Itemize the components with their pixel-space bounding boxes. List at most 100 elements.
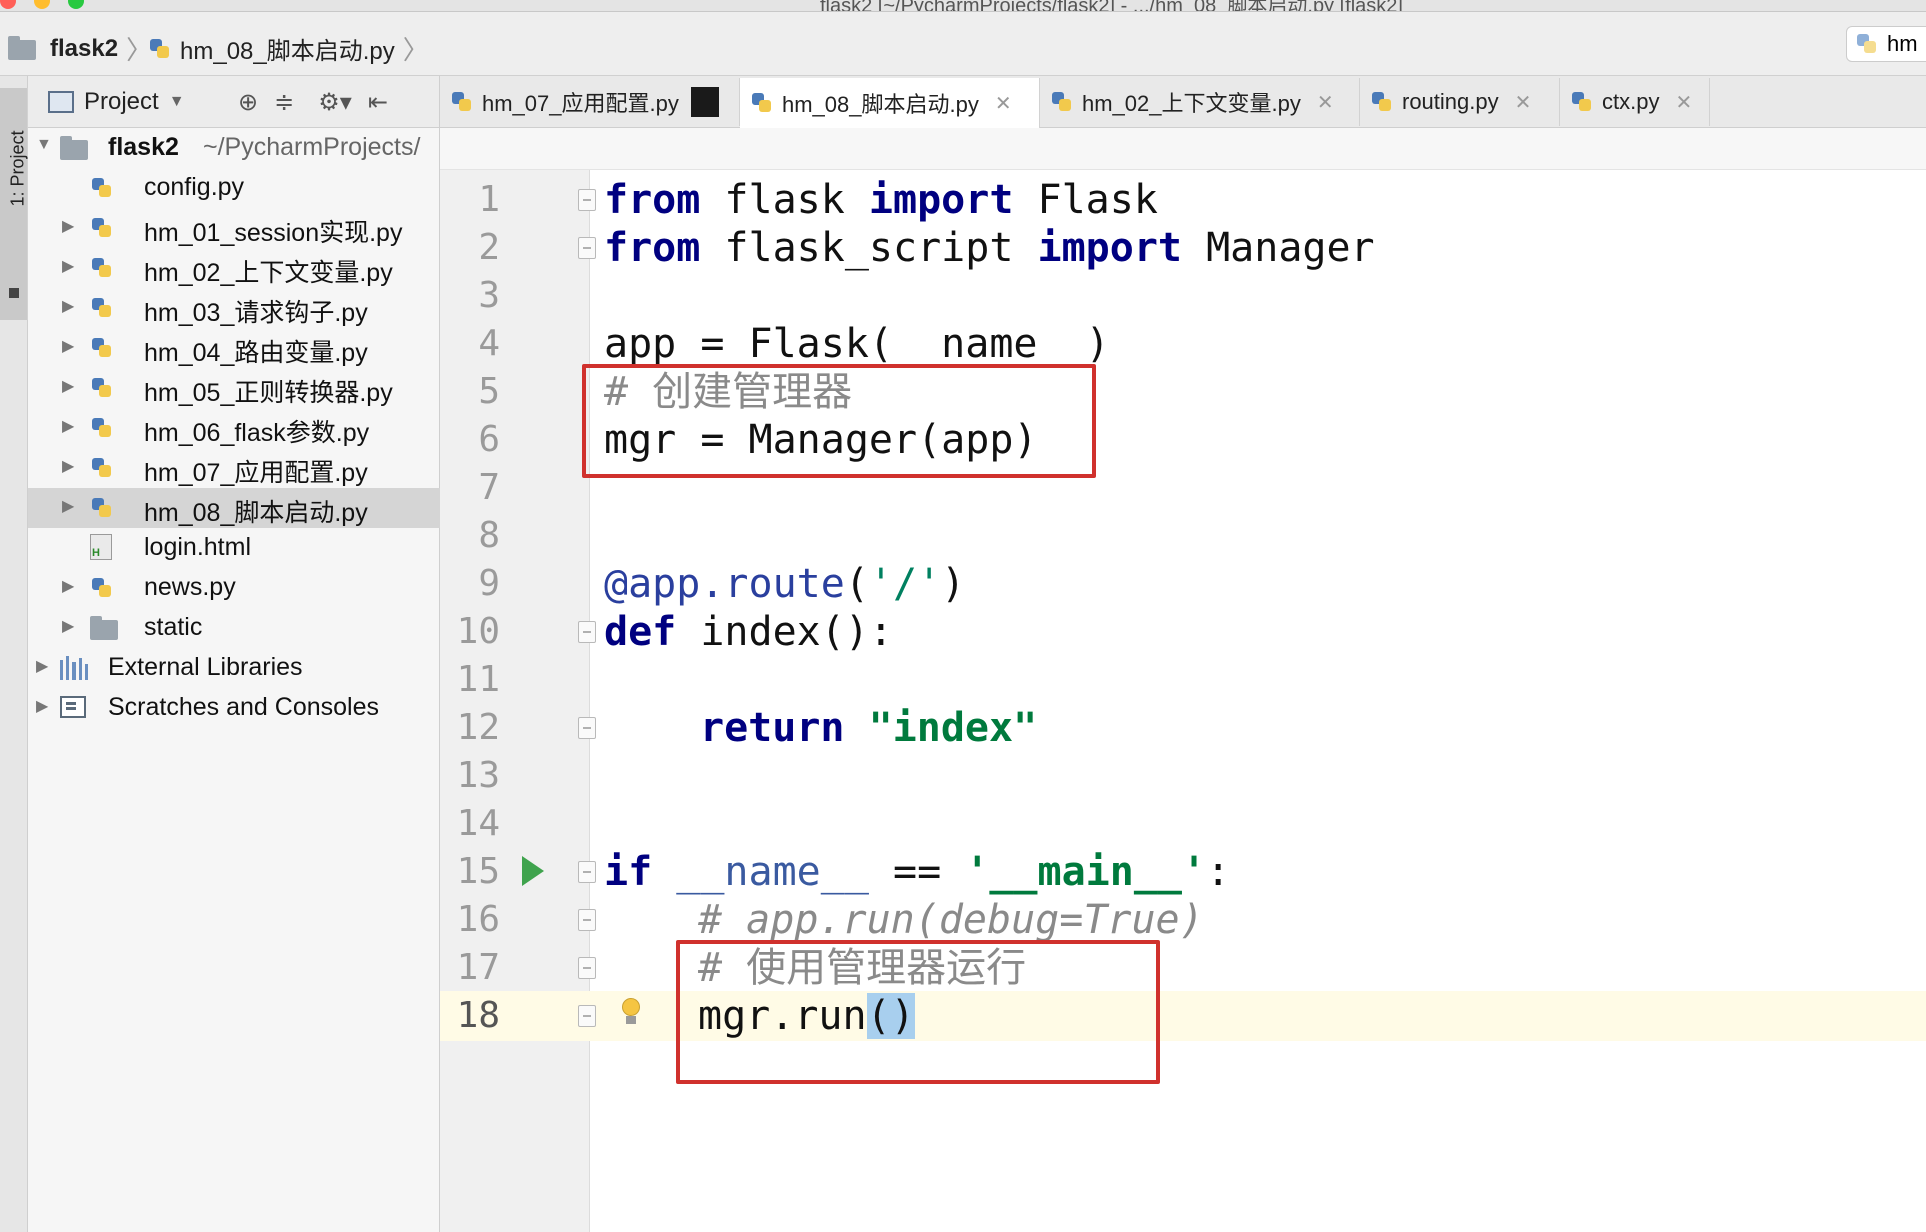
code-line-15: if __name__ == '__main__': <box>604 849 1231 895</box>
library-icon <box>60 656 89 680</box>
tree-item-hm04[interactable]: ▶ hm_04_路由变量.py <box>62 336 368 367</box>
tree-item-hm08[interactable]: ▶ hm_08_脚本启动.py <box>28 488 440 528</box>
chevron-right-icon[interactable]: ▶ <box>62 618 75 635</box>
code-line-9: @app.route('/') <box>604 561 966 607</box>
lightbulb-icon[interactable] <box>620 998 642 1026</box>
line-number: 1 <box>478 179 500 220</box>
chevron-right-icon: 〉 <box>126 35 153 65</box>
tree-item-static[interactable]: ▶ static <box>62 613 203 641</box>
tree-item-news[interactable]: ▶ news.py <box>62 573 236 601</box>
code-line-16: # app.run(debug=True) <box>698 897 1204 943</box>
hide-panel-icon[interactable]: ⇤ <box>367 89 388 116</box>
line-number: 10 <box>456 611 500 652</box>
tree-item-flask2[interactable]: ▼ flask2 ~/PycharmProjects/ <box>36 133 421 161</box>
project-view-selector[interactable]: Project ▼ <box>48 88 185 116</box>
python-file-icon <box>90 376 114 400</box>
line-number: 17 <box>456 947 500 988</box>
folder-icon <box>90 616 118 640</box>
gear-icon[interactable]: ⚙▾ <box>318 89 352 116</box>
code-line-12: return "index" <box>700 705 1038 751</box>
chevron-right-icon[interactable]: ▶ <box>62 218 75 235</box>
tree-item-login-html[interactable]: H login.html <box>90 533 251 561</box>
code-line-5: # 创建管理器 <box>604 369 853 415</box>
tree-item-config[interactable]: config.py <box>28 168 440 208</box>
chevron-right-icon: 〉 <box>402 35 429 65</box>
line-number: 4 <box>478 323 500 364</box>
tool-window-icon <box>9 288 19 298</box>
locate-file-icon[interactable]: ⊕ <box>238 89 259 116</box>
fold-marker-icon[interactable] <box>578 1005 596 1027</box>
tree-item-hm02[interactable]: ▶ hm_02_上下文变量.py <box>62 258 393 287</box>
chevron-down-icon[interactable]: ▼ <box>36 136 52 153</box>
code-editor[interactable] <box>590 170 1926 1232</box>
tool-window-strip: 1: Project <box>0 76 28 1232</box>
window-titlebar: flask2 [~/PycharmProjects/flask2] - .../… <box>0 0 1926 12</box>
project-view-icon <box>48 91 74 113</box>
chevron-right-icon[interactable]: ▶ <box>36 698 49 715</box>
line-number: 3 <box>478 275 500 316</box>
python-file-icon <box>148 37 172 61</box>
tree-item-hm06[interactable]: ▶ hm_06_flask参数.py <box>62 418 370 447</box>
annotation-box-manager <box>582 364 1096 478</box>
fold-marker-icon[interactable] <box>578 957 596 979</box>
tree-item-external-libraries[interactable]: ▶ External Libraries <box>36 653 303 681</box>
fold-marker-icon[interactable] <box>578 237 596 259</box>
python-file-icon <box>90 296 114 320</box>
code-line-17: # 使用管理器运行 <box>698 945 1027 991</box>
tab-hm07[interactable]: hm_07_应用配置.py <box>440 78 740 126</box>
editor-gutter[interactable] <box>440 170 590 1232</box>
chevron-right-icon[interactable]: ▶ <box>62 418 75 435</box>
chevron-right-icon[interactable]: ▶ <box>62 498 75 515</box>
html-file-icon: H <box>90 534 112 560</box>
chevron-right-icon[interactable]: ▶ <box>62 338 75 355</box>
line-number: 6 <box>478 419 500 460</box>
fold-marker-icon[interactable] <box>578 621 596 643</box>
line-number: 8 <box>478 515 500 556</box>
close-tab-icon[interactable]: ✕ <box>1514 91 1532 114</box>
tab-ctx[interactable]: ctx.py ✕ <box>1560 78 1710 126</box>
tree-item-scratches[interactable]: ▶ Scratches and Consoles <box>36 693 379 721</box>
chevron-right-icon[interactable]: ▶ <box>62 298 75 315</box>
chevron-right-icon[interactable]: ▶ <box>62 578 75 595</box>
code-line-4: app = Flask(__name__) <box>604 321 1110 367</box>
fold-marker-icon[interactable] <box>578 909 596 931</box>
tab-hm02[interactable]: hm_02_上下文变量.py ✕ <box>1040 78 1360 126</box>
tree-item-hm03[interactable]: ▶ hm_03_请求钩子.py <box>62 296 368 327</box>
editor-tab-bar: hm_07_应用配置.py hm_08_脚本启动.py ✕ hm_02_上下文变… <box>440 76 1926 128</box>
line-number: 15 <box>456 851 500 892</box>
python-file-icon <box>90 336 114 360</box>
tree-item-hm05[interactable]: ▶ hm_05_正则转换器.py <box>62 376 393 407</box>
fold-marker-icon[interactable] <box>578 717 596 739</box>
run-arrow-icon[interactable] <box>522 856 544 886</box>
close-tab-icon[interactable]: ✕ <box>994 92 1012 115</box>
minimize-window-button[interactable] <box>34 0 50 9</box>
python-file-icon <box>90 456 114 480</box>
editor-breadcrumb-strip <box>440 128 1926 170</box>
breadcrumb-project[interactable]: flask2 〉 <box>8 30 152 67</box>
zoom-window-button[interactable] <box>68 0 84 9</box>
run-configuration-selector[interactable]: hm <box>1846 26 1926 62</box>
tab-hm08[interactable]: hm_08_脚本启动.py ✕ <box>740 78 1040 128</box>
chevron-right-icon[interactable]: ▶ <box>62 458 75 475</box>
close-tab-icon[interactable]: ✕ <box>1316 91 1334 114</box>
folder-icon <box>60 136 88 160</box>
line-number: 12 <box>456 707 500 748</box>
fold-marker-icon[interactable] <box>578 189 596 211</box>
fold-marker-icon[interactable] <box>578 861 596 883</box>
line-number: 7 <box>478 467 500 508</box>
chevron-right-icon[interactable]: ▶ <box>36 658 49 675</box>
line-number: 2 <box>478 227 500 268</box>
breadcrumb-file[interactable]: hm_08_脚本启动.py 〉 <box>148 30 429 67</box>
tab-routing[interactable]: routing.py ✕ <box>1360 78 1560 126</box>
tree-item-hm07[interactable]: ▶ hm_07_应用配置.py <box>62 456 368 487</box>
project-tree: ▼ flask2 ~/PycharmProjects/ config.py ▶ … <box>28 128 440 1232</box>
close-tab-icon[interactable]: ✕ <box>1675 91 1693 114</box>
close-window-button[interactable] <box>0 0 16 9</box>
chevron-right-icon[interactable]: ▶ <box>62 258 75 275</box>
line-number-current: 18 <box>456 995 500 1036</box>
python-file-icon <box>90 176 114 200</box>
project-tool-window-tab[interactable]: 1: Project <box>0 88 28 320</box>
tree-item-hm01[interactable]: ▶ hm_01_session实现.py <box>62 218 403 247</box>
collapse-all-icon[interactable]: ≑ <box>274 89 295 116</box>
chevron-right-icon[interactable]: ▶ <box>62 378 75 395</box>
